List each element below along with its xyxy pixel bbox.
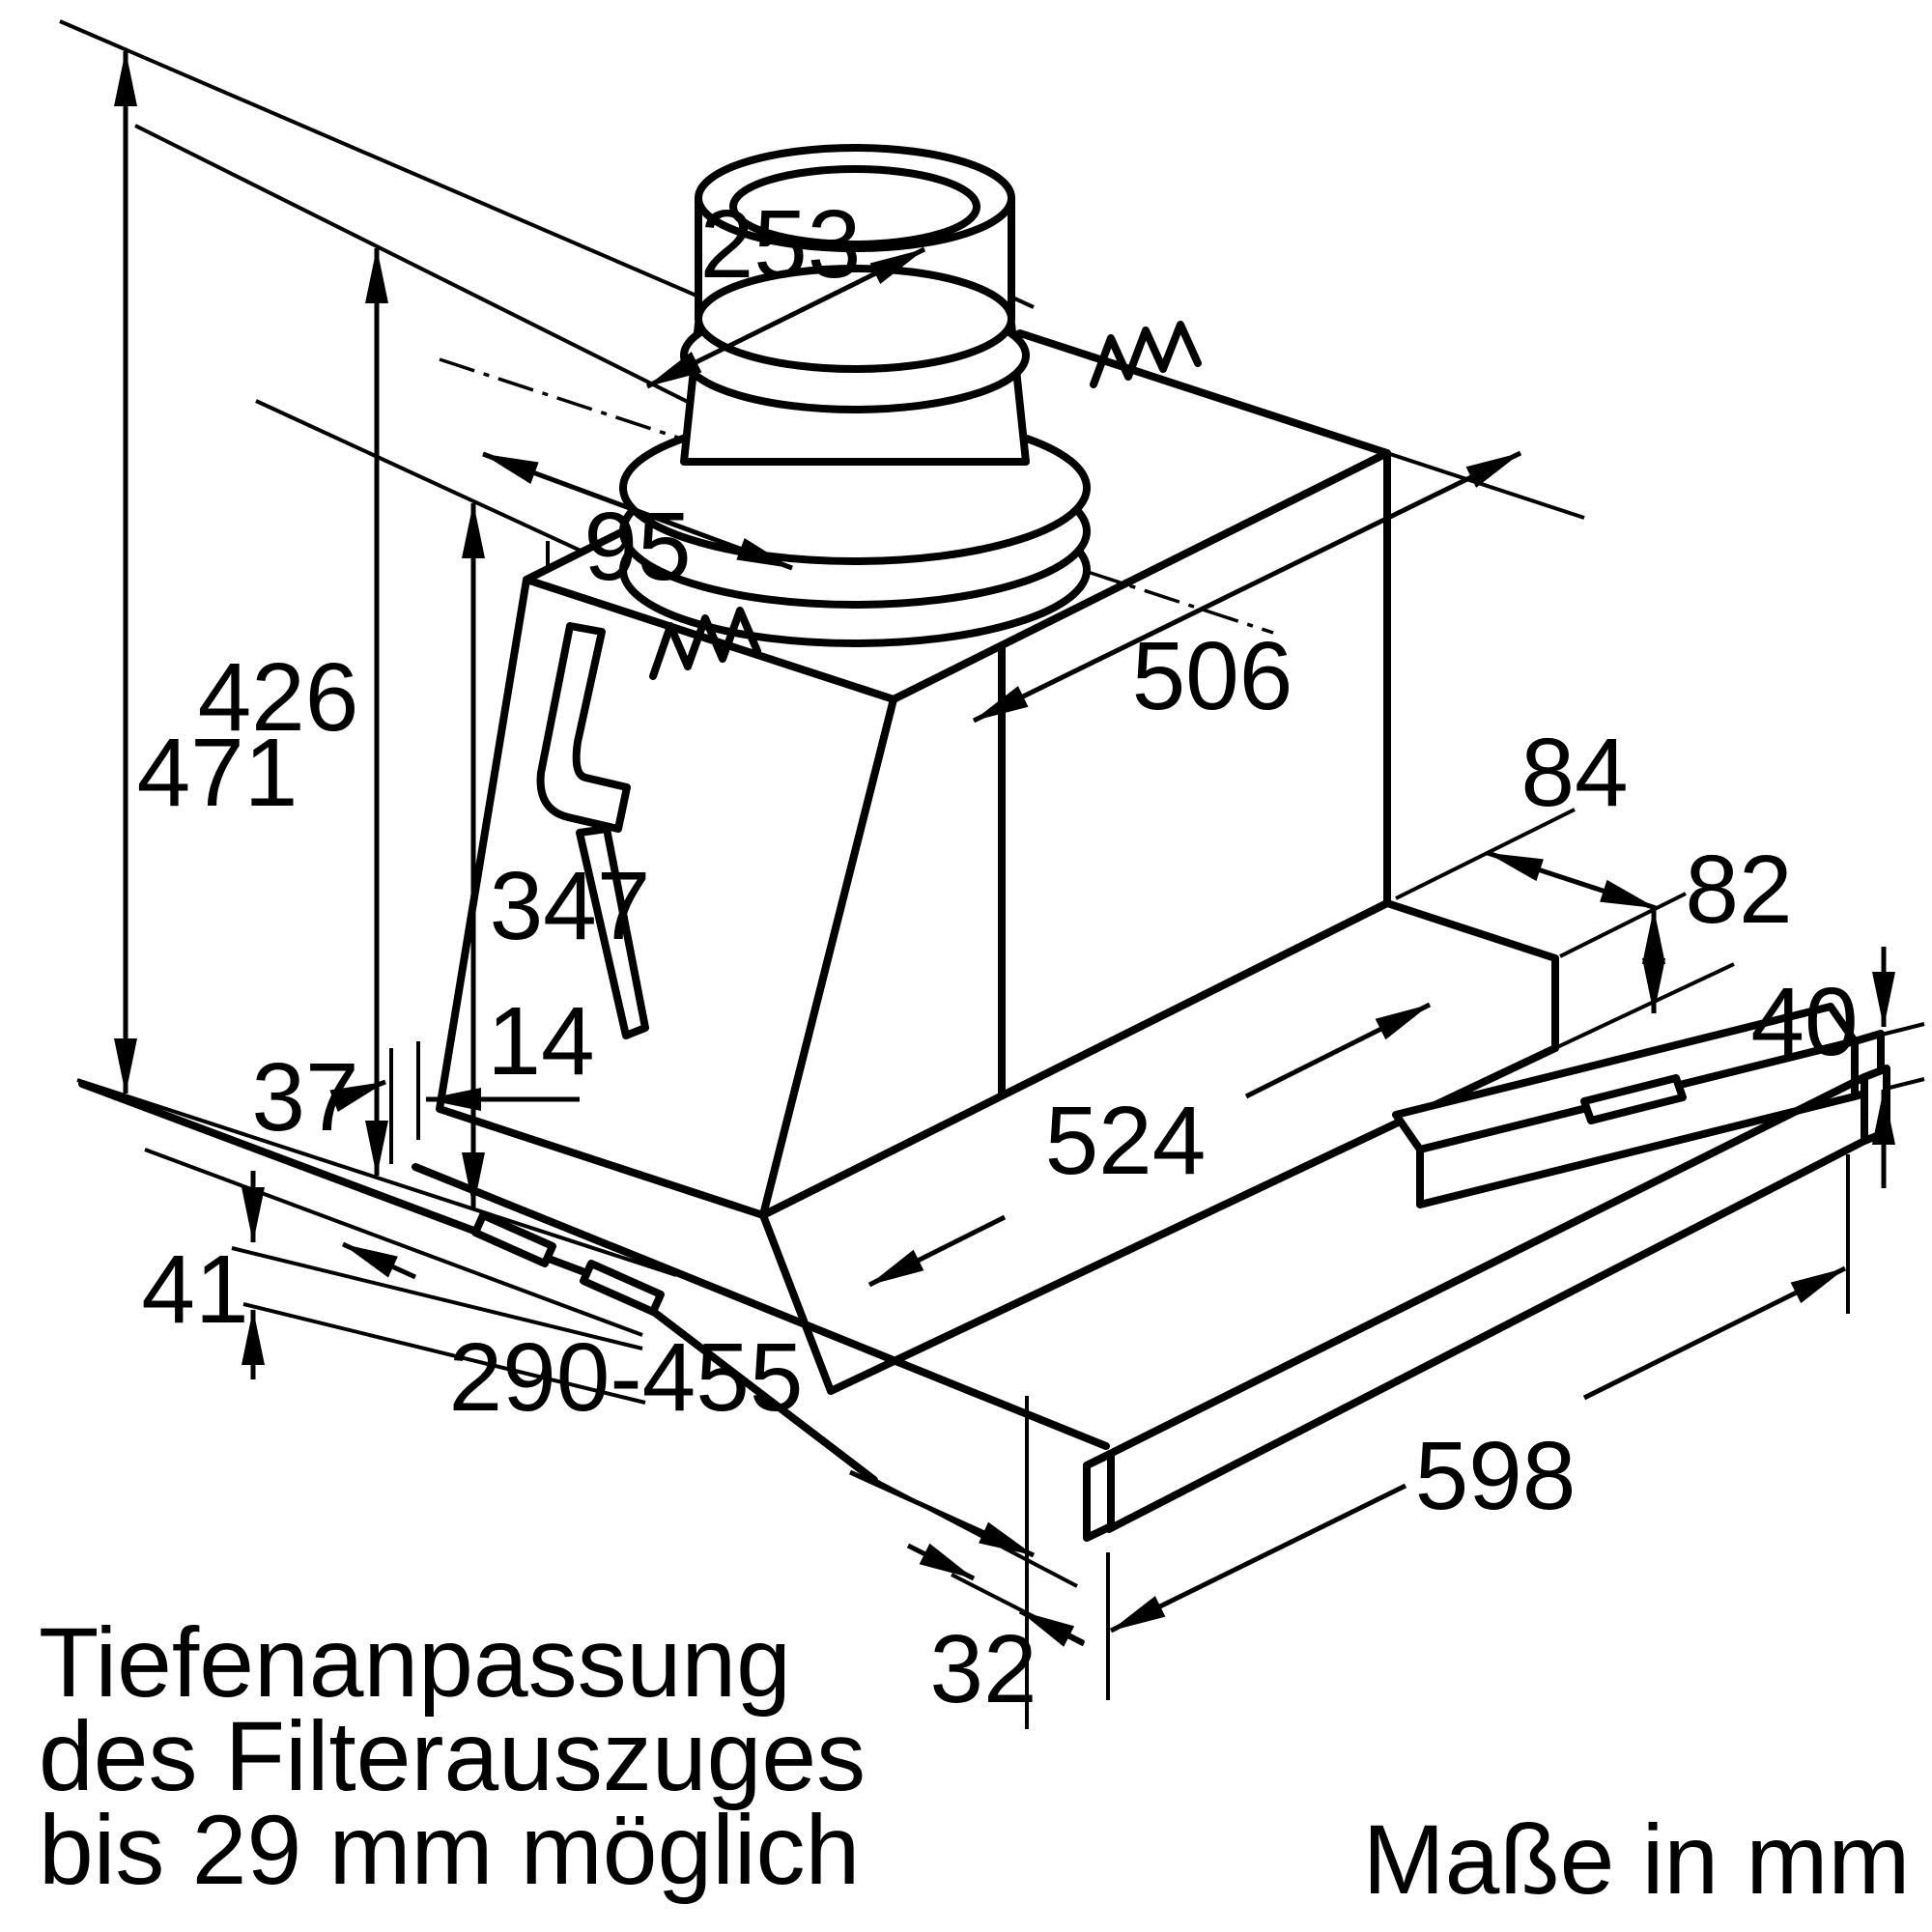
dimension-506: 506 bbox=[972, 450, 1522, 730]
dim-label-524: 524 bbox=[1045, 1087, 1207, 1195]
spring-clip-left bbox=[649, 607, 761, 680]
dimension-40: 40 bbox=[1750, 947, 1895, 1188]
dimension-524: 524 bbox=[867, 1002, 1432, 1288]
spring-clip-right bbox=[1090, 321, 1202, 388]
dim-label-506: 506 bbox=[1132, 622, 1293, 730]
dim-label-426: 426 bbox=[198, 643, 359, 752]
mounting-springs bbox=[536, 321, 1202, 1039]
dim-label-37: 37 bbox=[251, 1043, 358, 1151]
dim-label-471: 471 bbox=[137, 719, 298, 827]
bracket-arm bbox=[576, 825, 649, 1039]
tray-notch bbox=[580, 1260, 665, 1316]
frame-front-edge bbox=[1083, 1073, 1868, 1469]
dim-label-84: 84 bbox=[1520, 719, 1628, 827]
pullout-rail bbox=[1392, 1003, 1885, 1208]
frame-end-cap-left bbox=[1083, 1450, 1115, 1542]
dimension-82: 82 bbox=[1642, 836, 1793, 1014]
pullout-tray bbox=[78, 1065, 1890, 1542]
rail-bracket bbox=[1580, 1074, 1687, 1124]
frame-bottom-edge bbox=[1105, 1137, 1868, 1533]
dim-label-253: 253 bbox=[700, 190, 862, 298]
note-line-1: Tiefenanpassung bbox=[39, 1607, 791, 1718]
dimension-253: 253 bbox=[645, 190, 926, 389]
dimension-290-455: 290-455 bbox=[341, 1241, 1036, 1558]
dimension-426: 426 bbox=[198, 247, 388, 1177]
tray-notch bbox=[471, 1211, 556, 1267]
dim-label-95: 95 bbox=[583, 493, 691, 601]
dimension-84: 84 bbox=[1487, 719, 1657, 911]
dimension-598: 598 bbox=[1109, 1265, 1847, 1634]
dimension-37: 37 bbox=[251, 1043, 386, 1151]
caption-units: Maße in mm bbox=[1363, 1804, 1911, 1915]
dimension-471: 471 bbox=[114, 50, 298, 1094]
dimension-14: 14 bbox=[425, 987, 595, 1111]
note-line-2: des Filterauszuges bbox=[39, 1701, 866, 1811]
dimension-95: 95 bbox=[482, 451, 793, 601]
note-line-3: bis 29 mm möglich bbox=[39, 1795, 860, 1905]
dimension-41: 41 bbox=[141, 1171, 265, 1379]
note-depth-adjustment: Tiefenanpassung des Filterauszuges bis 2… bbox=[39, 1607, 866, 1905]
dim-label-290-455: 290-455 bbox=[449, 1323, 804, 1432]
dimension-32: 32 bbox=[906, 1543, 1086, 1723]
dim-label-347: 347 bbox=[490, 852, 651, 960]
dim-label-40: 40 bbox=[1750, 968, 1858, 1076]
dim-label-32: 32 bbox=[929, 1615, 1037, 1723]
dim-label-82: 82 bbox=[1685, 836, 1792, 944]
hanging-bracket bbox=[536, 622, 631, 833]
dim-label-598: 598 bbox=[1415, 1422, 1577, 1530]
dim-label-41: 41 bbox=[141, 1236, 248, 1344]
filter-lower-box bbox=[759, 899, 1559, 1395]
dim-label-14: 14 bbox=[487, 987, 594, 1095]
